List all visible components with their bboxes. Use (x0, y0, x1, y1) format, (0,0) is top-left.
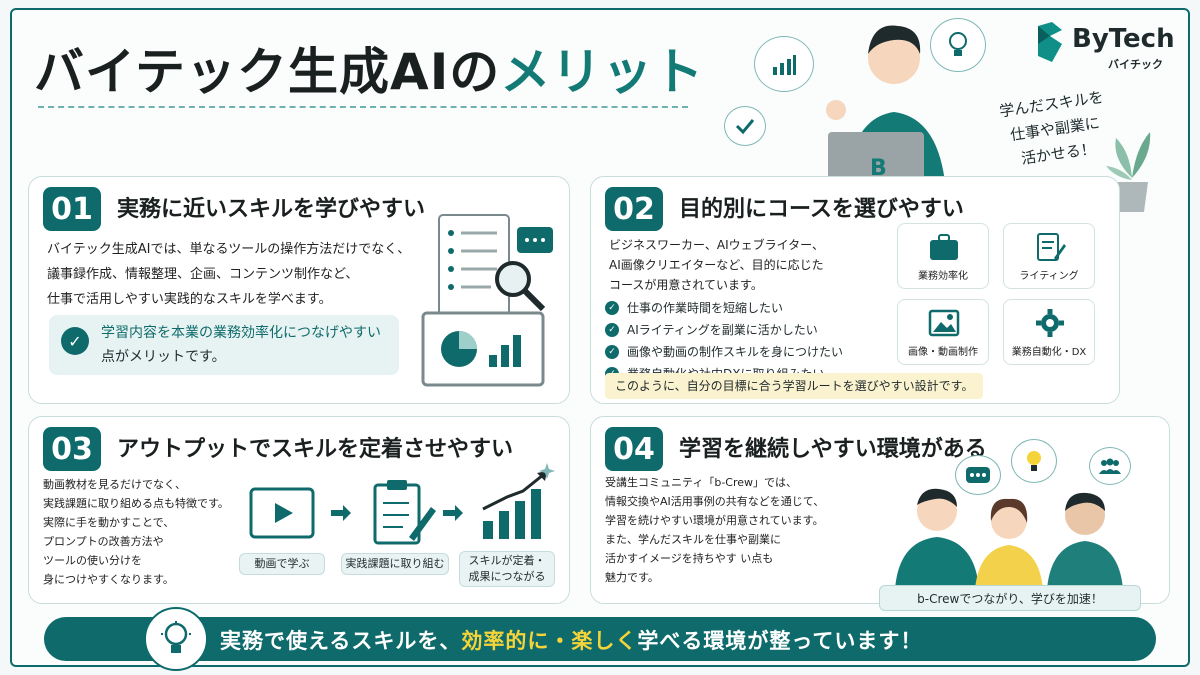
image-icon (928, 309, 960, 337)
goal-checklist: ✓仕事の作業時間を短縮したい ✓AIライティングを副業に活かしたい ✓画像や動画… (605, 297, 843, 385)
footer-banner: 実務で使えるスキルを、効率的に・楽しく学べる環境が整っています！ (44, 607, 1156, 671)
growth-chart-icon (482, 463, 555, 539)
lightbulb-icon (1027, 451, 1041, 471)
step-pill-watch: 動画で学ぶ (239, 553, 325, 575)
merit-card-01: 01 実務に近いスキルを学びやすい バイテック生成AIでは、単なるツールの操作方… (28, 176, 570, 404)
card-body: バイテック生成AIでは、単なるツールの操作方法だけでなく、 議事録作成、情報整理… (47, 242, 411, 307)
course-tile-writing: ライティング (1003, 223, 1095, 289)
card-title: アウトプットでスキルを定着させやすい (117, 437, 514, 462)
gear-icon (1036, 309, 1064, 337)
card-number: 01 (43, 187, 101, 231)
lightbulb-icon (144, 607, 208, 671)
title-divider (38, 106, 688, 108)
brand-name: ByTech (1072, 24, 1175, 54)
merit-card-03: 03 アウトプットでスキルを定着させやすい 動画教材を見るだけでなく、 実践課題… (28, 416, 570, 604)
chart-bubble (754, 36, 814, 92)
plant-illustration (1106, 132, 1151, 212)
merit-card-04: 04 学習を継続しやすい環境がある 受講生コミュニティ「b-Crew」では、 情… (590, 416, 1170, 611)
card-body: 受講生コミュニティ「b-Crew」では、 情報交換やAI活用事例の共有などを通じ… (605, 476, 825, 584)
arrow-right-icon (443, 505, 463, 521)
card-title: 実務に近いスキルを学びやすい (117, 197, 426, 222)
group-icon (1099, 458, 1121, 474)
check-icon (735, 119, 755, 134)
arrow-right-icon (331, 505, 351, 521)
page-title: バイテック生成AIのメリット (34, 43, 705, 101)
idea-bubble (1011, 439, 1057, 483)
pen-document-icon (1037, 233, 1066, 261)
step-pill-practice: 実践課題に取り組む (341, 553, 449, 575)
card-number: 03 (43, 427, 101, 471)
chat-bubble (955, 455, 1001, 495)
bulb-bubble (930, 18, 986, 72)
community-members-illustration (895, 488, 1123, 589)
document-search-illustration (421, 214, 553, 387)
course-tile-automation: 業務自動化・DX (1003, 299, 1095, 365)
check-circle-icon: ✓ (61, 327, 89, 355)
card-body: 動画教材を見るだけでなく、 実践課題に取り組める点も特徴です。 実際に手を動かす… (43, 478, 229, 586)
card-highlight-note: ✓ 学習内容を本業の業務効率化につなげやすい 点がメリットです。 (49, 315, 399, 375)
chat-dots-icon (966, 467, 990, 483)
lightbulb-icon (949, 32, 967, 56)
card-number: 02 (605, 187, 663, 231)
check-icon: ✓ (605, 323, 619, 337)
merit-card-02: 02 目的別にコースを選びやすい ビジネスワーカー、AIウェブライター、 AI画… (590, 176, 1120, 404)
card-title: 学習を継続しやすい環境がある (679, 437, 987, 462)
community-banner: b-Crewでつながり、学びを加速！ (879, 585, 1141, 611)
bar-chart-icon (773, 55, 796, 75)
card-number: 04 (605, 427, 663, 471)
course-tile-image-video: 画像・動画制作 (897, 299, 989, 365)
briefcase-icon (930, 234, 958, 260)
bytech-logo-icon (1038, 22, 1062, 62)
clipboard-pen-icon (373, 480, 436, 545)
check-icon: ✓ (605, 345, 619, 359)
brand-kana: バイチック (1108, 58, 1163, 71)
video-play-icon (249, 487, 315, 539)
card-body: ビジネスワーカー、AIウェブライター、 AI画像クリエイターなど、目的に応じた … (609, 238, 825, 292)
hero-illustration: B (724, 14, 994, 192)
bytech-logo: ByTech バイチック (1036, 22, 1176, 74)
check-bubble (724, 106, 766, 146)
laptop-logo: B (870, 156, 887, 181)
step-pill-result: スキルが定着・ 成果につながる (459, 551, 555, 587)
course-tile-efficiency: 業務効率化 (897, 223, 989, 289)
footer-message: 実務で使えるスキルを、効率的に・楽しく学べる環境が整っています！ (220, 629, 923, 653)
check-icon: ✓ (605, 301, 619, 315)
card-summary: このように、自分の目標に合う学習ルートを選びやすい設計です。 (605, 373, 984, 399)
community-bubble (1089, 447, 1131, 485)
card-title: 目的別にコースを選びやすい (679, 197, 964, 222)
